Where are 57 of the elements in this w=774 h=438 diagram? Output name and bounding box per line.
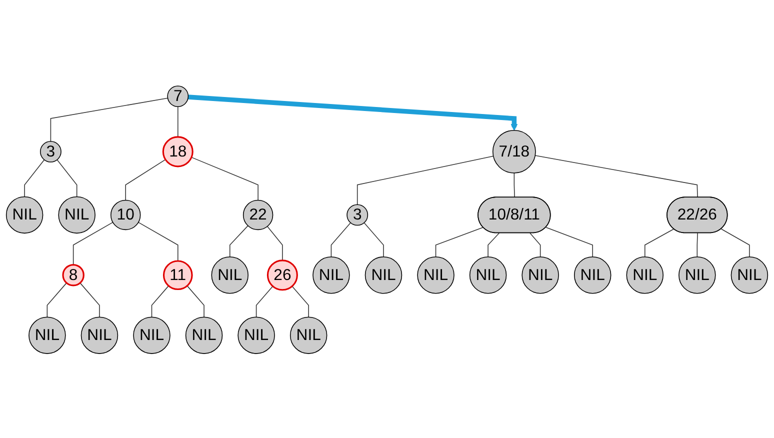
node-circle: NIL	[185, 316, 223, 354]
connector	[435, 227, 484, 258]
node-circle: NIL	[238, 316, 275, 354]
node-circle: NIL	[469, 256, 507, 294]
node-circle: NIL	[290, 316, 328, 354]
connector	[292, 286, 309, 318]
connector	[488, 232, 500, 258]
node-circle: NIL	[312, 256, 350, 294]
node-circle: NIL	[80, 316, 118, 354]
node-circle: 11	[162, 260, 193, 290]
node-circle: 26	[266, 260, 298, 291]
node-circle: NIL	[626, 256, 664, 294]
node-circle: 3	[346, 204, 368, 226]
connector	[644, 228, 674, 258]
node-circle: NIL	[28, 316, 66, 354]
connector	[356, 156, 494, 206]
connector	[530, 232, 541, 258]
node-circle: 7/18	[492, 130, 536, 174]
node-circle: NIL	[522, 256, 559, 294]
node-circle: NIL	[211, 256, 248, 294]
connector	[151, 285, 170, 318]
node-circle: NIL	[364, 256, 402, 294]
connector	[546, 227, 593, 258]
node-circle: NIL	[58, 196, 96, 234]
connector	[177, 106, 178, 138]
node-circle: NIL	[6, 196, 44, 234]
node-circle: 3	[40, 140, 62, 162]
connector	[50, 98, 168, 142]
connector	[186, 285, 204, 318]
node-circle: NIL	[678, 256, 716, 294]
connector	[56, 159, 78, 198]
node-circle: NIL	[730, 256, 768, 294]
connector	[229, 225, 248, 258]
connector	[514, 172, 515, 198]
node-circle: 8	[62, 264, 84, 286]
node-circle: 18	[162, 136, 194, 168]
node-circle: NIL	[417, 256, 454, 294]
connector	[191, 156, 258, 201]
node-circle: NIL	[574, 256, 612, 294]
connector	[125, 159, 166, 201]
connector	[364, 222, 384, 258]
connector	[534, 155, 698, 198]
node-circle: NIL	[133, 316, 170, 354]
connector	[72, 222, 114, 266]
node-circle: 7	[167, 86, 189, 108]
connector	[80, 282, 100, 318]
connector	[138, 222, 178, 262]
connector	[46, 282, 67, 318]
connector	[24, 159, 45, 198]
connector	[266, 226, 283, 261]
node-circle: 10	[110, 200, 141, 230]
connector	[720, 228, 750, 258]
arrow	[188, 94, 518, 131]
connector	[330, 222, 351, 258]
node-circle: 22	[242, 200, 274, 230]
connector	[256, 286, 274, 318]
connector	[696, 232, 698, 258]
